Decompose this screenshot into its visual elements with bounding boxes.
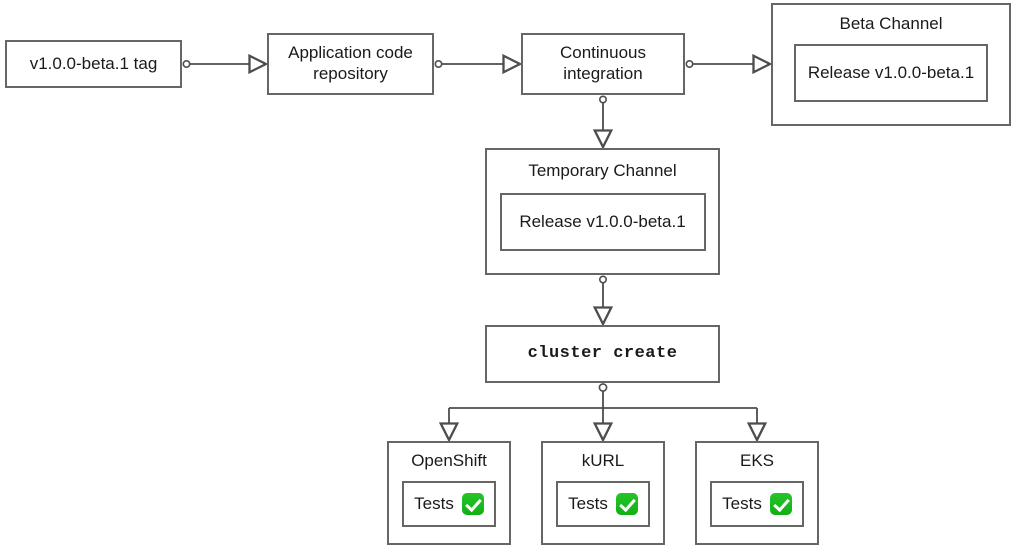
- node-cluster-create[interactable]: cluster create: [485, 325, 720, 383]
- edge-source-dot-app-repo: [434, 59, 443, 68]
- node-temporary-channel-title: Temporary Channel: [528, 161, 677, 180]
- edge-source-dot-ci-right: [685, 59, 694, 68]
- edge-source-dot-tag: [182, 59, 191, 68]
- node-eks-tests-label: Tests: [722, 494, 762, 513]
- node-eks[interactable]: EKS Tests: [695, 441, 819, 545]
- node-beta-channel-title: Beta Channel: [839, 14, 943, 33]
- node-beta-channel-release-label: Release v1.0.0-beta.1: [807, 63, 975, 82]
- node-kurl[interactable]: kURL Tests: [541, 441, 665, 545]
- node-beta-channel[interactable]: Beta Channel Release v1.0.0-beta.1: [771, 3, 1011, 126]
- edge-source-dot-temporary-channel: [598, 275, 607, 284]
- node-kurl-tests[interactable]: Tests: [556, 481, 650, 527]
- node-application-code-repository[interactable]: Application code repository: [267, 33, 434, 95]
- node-beta-channel-release[interactable]: Release v1.0.0-beta.1: [794, 44, 988, 102]
- node-version-tag[interactable]: v1.0.0-beta.1 tag: [5, 40, 182, 88]
- node-kurl-title: kURL: [581, 451, 625, 470]
- node-version-tag-label: v1.0.0-beta.1 tag: [29, 53, 158, 73]
- node-openshift[interactable]: OpenShift Tests: [387, 441, 511, 545]
- node-openshift-tests-label: Tests: [414, 494, 454, 513]
- node-openshift-tests[interactable]: Tests: [402, 481, 496, 527]
- check-mark-button-icon: [461, 493, 484, 515]
- node-application-code-repository-label: Application code repository: [288, 43, 413, 83]
- node-eks-title: EKS: [739, 451, 775, 470]
- node-temporary-channel-release-label: Release v1.0.0-beta.1: [519, 212, 686, 231]
- node-continuous-integration[interactable]: Continuous integration: [521, 33, 685, 95]
- node-eks-tests[interactable]: Tests: [710, 481, 804, 527]
- edge-source-dot-ci-bottom: [598, 95, 607, 104]
- node-temporary-channel-release[interactable]: Release v1.0.0-beta.1: [499, 193, 706, 251]
- node-temporary-channel[interactable]: Temporary Channel Release v1.0.0-beta.1: [485, 148, 720, 275]
- node-kurl-tests-label: Tests: [568, 494, 608, 513]
- check-mark-button-icon: [615, 493, 638, 515]
- node-cluster-create-label: cluster create: [527, 343, 678, 363]
- node-continuous-integration-label: Continuous integration: [559, 43, 646, 83]
- edge-source-dot-cluster-create: [598, 383, 608, 392]
- node-openshift-title: OpenShift: [411, 451, 487, 470]
- check-mark-button-icon: [769, 493, 792, 515]
